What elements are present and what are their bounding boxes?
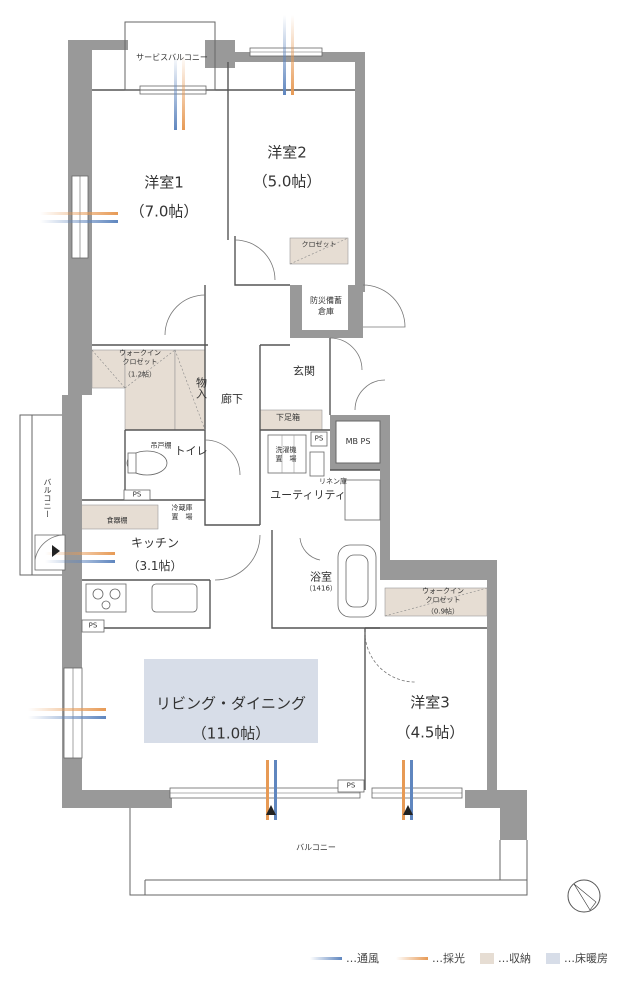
room-name-kitchen: キッチン xyxy=(130,536,180,550)
door-swings xyxy=(34,239,416,683)
room-name-toilet: トイレ xyxy=(174,444,208,458)
legend-light: …採光 xyxy=(396,950,465,966)
mbps-box xyxy=(335,420,381,464)
ps-label-toilet: PS xyxy=(132,490,142,499)
room-size-bed3: （4.5帖） xyxy=(395,723,465,742)
service-balcony-label: サービスバルコニー xyxy=(136,53,208,62)
service-balcony xyxy=(124,21,216,91)
compass-icon xyxy=(567,879,601,913)
shoe-box-label: 下足箱 xyxy=(276,413,300,422)
floor-heating-area xyxy=(144,659,318,743)
room-size-bath: （1416） xyxy=(305,584,337,593)
fixtures xyxy=(126,434,381,618)
room-size-bed1: （7.0帖） xyxy=(129,202,199,221)
legend-wind: …通風 xyxy=(310,950,379,966)
kitchen-counter xyxy=(85,583,198,613)
legend-storage: …収納 xyxy=(480,950,531,966)
storage-swatch xyxy=(480,952,494,964)
interior-walls xyxy=(82,62,487,790)
room-size-bed2: （5.0帖） xyxy=(252,172,322,191)
room-size-kitchen: （3.1帖） xyxy=(127,559,183,573)
closet2-label: クロゼット xyxy=(301,240,337,249)
room-name-utility: ユーティリティ xyxy=(270,488,346,502)
legend-storage-label: …収納 xyxy=(498,952,531,965)
hanging-shelf-label: 吊戸棚 xyxy=(150,441,172,450)
bottom-balcony xyxy=(129,808,528,896)
room-name-storage: 物入 xyxy=(194,377,208,399)
ps-boxes xyxy=(81,431,365,793)
left-balcony xyxy=(19,414,62,576)
legend-floorheat: …床暖房 xyxy=(546,950,608,966)
ps-label-kitchen: PS xyxy=(88,621,98,630)
entry-markers xyxy=(52,545,413,815)
wic1-label: ウォークイン クロゼット xyxy=(119,349,161,366)
wic1-size: （1.2帖） xyxy=(123,370,157,379)
legend-wind-label: …通風 xyxy=(346,952,379,965)
ps-label-utility: PS xyxy=(314,434,324,443)
closet-marks xyxy=(91,237,488,617)
light-swatch xyxy=(396,956,428,960)
ventilation-arrows xyxy=(28,15,413,820)
linen-label: リネン庫 xyxy=(319,477,347,486)
floorheat-swatch xyxy=(546,952,560,964)
balcony-bottom-label: バルコニー xyxy=(296,843,336,852)
room-name-living: リビング・ダイニング xyxy=(155,694,307,713)
room-name-bed2: 洋室2 xyxy=(267,143,307,162)
pantry-label: 食器棚 xyxy=(106,516,128,525)
fridge-label: 冷蔵庫 置 場 xyxy=(171,504,193,521)
mbps-label: MB PS xyxy=(345,437,371,446)
room-name-hallway: 廊下 xyxy=(221,392,243,406)
room-size-living: （11.0帖） xyxy=(191,724,271,743)
wic3-size: （0.9帖） xyxy=(426,607,460,616)
room-name-bed3: 洋室3 xyxy=(410,693,450,712)
room-name-bed1: 洋室1 xyxy=(144,173,184,192)
room-name-bath: 浴室 xyxy=(310,570,332,584)
wic3-label: ウォークイン クロゼット xyxy=(422,587,464,604)
legend-light-label: …採光 xyxy=(432,952,465,965)
balcony-left-label: バルコニー xyxy=(43,478,52,518)
room-name-entrance: 玄関 xyxy=(293,364,315,378)
legend-floorheat-label: …床暖房 xyxy=(564,952,608,965)
ps-label-living: PS xyxy=(346,781,356,790)
room-name-disaster-storage: 防災備蓄 倉庫 xyxy=(310,296,342,316)
wind-swatch xyxy=(310,956,342,960)
washer-label: 洗濯機 置 場 xyxy=(275,446,297,463)
